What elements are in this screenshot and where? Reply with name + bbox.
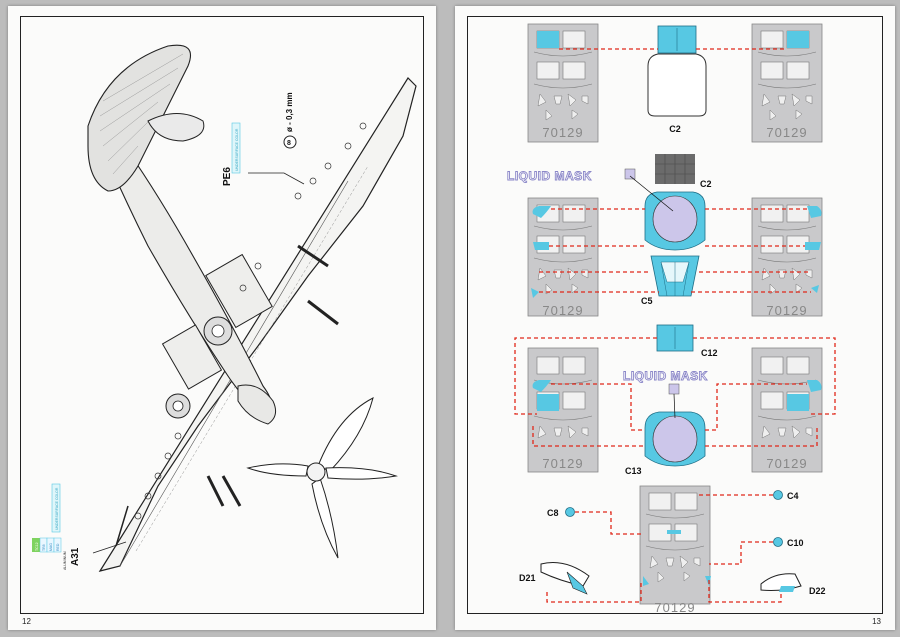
liquid-mask-swatch-2 [668, 383, 680, 395]
marker-c4 [773, 490, 783, 500]
mask-cyan [787, 31, 809, 48]
color-box-2: TR8 [42, 544, 46, 551]
wing-outline [98, 77, 417, 572]
drill-step-marker [283, 135, 297, 149]
page-frame [20, 16, 424, 614]
color-box-4: RED [56, 543, 60, 551]
part-d22 [760, 573, 802, 592]
label-c4: C4 [787, 491, 799, 501]
label-c13: C13 [625, 466, 642, 476]
color-tag-lower: UNDERSURFACE COLOR [55, 487, 59, 530]
fret-row4-center [639, 485, 711, 605]
mask-diagram: 70129 70129 C2 C2 LIQUID MASK 70129 7012… [507, 23, 836, 615]
mask-cyan [537, 31, 559, 48]
page-frame [467, 16, 883, 614]
callout-lines-row3 [514, 337, 836, 447]
label-d22: D22 [809, 586, 826, 596]
label-c12: C12 [701, 348, 718, 358]
callout-lines-row4 [546, 494, 782, 603]
label-pe6: PE6 [222, 167, 233, 186]
label-c2: C2 [700, 179, 712, 189]
liquid-mask-label: LIQUID MASK [507, 169, 592, 183]
label-d21: D21 [519, 573, 536, 583]
fret-number: 70129 [766, 456, 807, 471]
spitfire-drawing: PE6 A31 8 ø - 0,3 mm UNDERSURFACE COLOR … [32, 44, 417, 572]
label-a31: A31 [70, 547, 81, 566]
label-c5: C5 [641, 296, 653, 306]
color-box-5: ALUMINUM [63, 551, 67, 570]
tailplane [87, 44, 192, 192]
liquid-mask-label-2: LIQUID MASK [623, 369, 708, 383]
liquid-mask-area-2 [652, 415, 698, 463]
fret-number: 70129 [654, 600, 695, 615]
fret-number: 70129 [542, 456, 583, 471]
liquid-mask-swatch [624, 168, 636, 180]
page-number-right: 13 [872, 617, 881, 626]
fret-number: 70129 [766, 303, 807, 318]
marker-c8 [565, 507, 575, 517]
liquid-mask-area [652, 195, 698, 243]
color-box-3: MAG [49, 543, 53, 551]
canopy-c2 [647, 53, 707, 117]
label-c2-top: C2 [669, 124, 681, 134]
color-tag-upper: UNDERSURFACE COLOR [235, 128, 239, 171]
propeller [246, 397, 398, 559]
left-page: PE6 A31 8 ø - 0,3 mm UNDERSURFACE COLOR … [8, 6, 436, 630]
label-c8: C8 [547, 508, 559, 518]
callout-lines-row2 [539, 208, 811, 293]
fret-number: 70129 [542, 125, 583, 140]
color-box-1: TC12 [35, 542, 39, 551]
part-d21 [540, 562, 590, 595]
drill-note: ø - 0,3 mm [285, 92, 294, 132]
right-page: 70129 70129 C2 C2 LIQUID MASK 70129 7012… [455, 6, 895, 630]
drill-step: 8 [287, 140, 291, 147]
fret-number: 70129 [542, 303, 583, 318]
label-c10: C10 [787, 538, 804, 548]
marker-c10 [773, 537, 783, 547]
color-box-stack: TC12 TR8 MAG RED ALUMINUM [32, 537, 67, 570]
fret-number: 70129 [766, 125, 807, 140]
page-number-left: 12 [22, 617, 31, 626]
